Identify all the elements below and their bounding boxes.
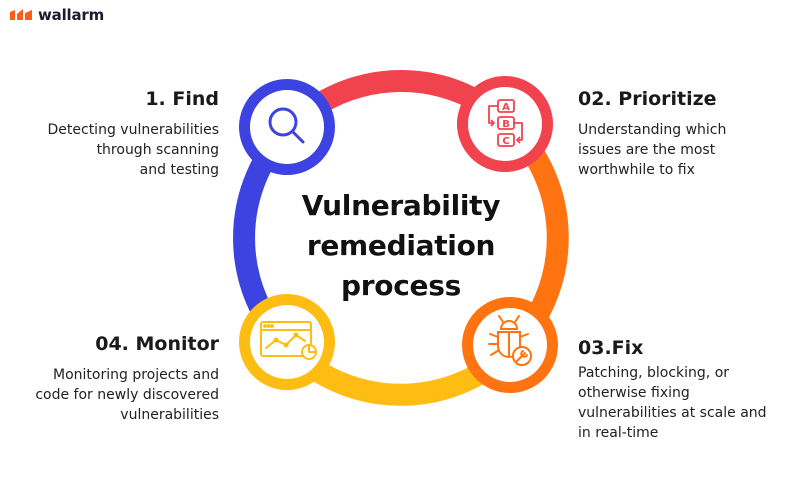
step-find-title: 1. Find	[145, 88, 219, 110]
priority-flow-icon	[488, 99, 523, 147]
priority-label-b: B	[502, 119, 510, 130]
step-fix-description: Patching, blocking, or otherwise fixing …	[578, 365, 767, 441]
step-prioritize-title: 02. Prioritize	[578, 88, 717, 110]
magnifier-icon	[268, 107, 305, 144]
node-prioritize: A B C	[457, 76, 553, 172]
diagram-center-title: Vulnerability remediation process	[301, 189, 501, 302]
dashboard-chart-icon	[260, 321, 317, 360]
step-monitor-description: Monitoring projects and code for newly d…	[35, 367, 219, 423]
brand-name: wallarm	[38, 6, 105, 24]
priority-label-c: C	[502, 136, 509, 147]
step-find-description: Detecting vulnerabilities through scanni…	[47, 122, 220, 178]
node-monitor	[239, 294, 335, 390]
wallarm-logo-icon	[10, 9, 32, 20]
node-fix	[462, 297, 558, 393]
wallarm-logo: wallarm	[10, 6, 104, 24]
priority-label-a: A	[502, 102, 510, 113]
step-fix-title: 03.Fix	[578, 337, 644, 359]
step-monitor-title: 04. Monitor	[95, 333, 219, 355]
bug-wrench-icon	[488, 315, 532, 366]
step-prioritize-description: Understanding which issues are the most …	[578, 122, 727, 178]
node-find	[239, 79, 335, 175]
